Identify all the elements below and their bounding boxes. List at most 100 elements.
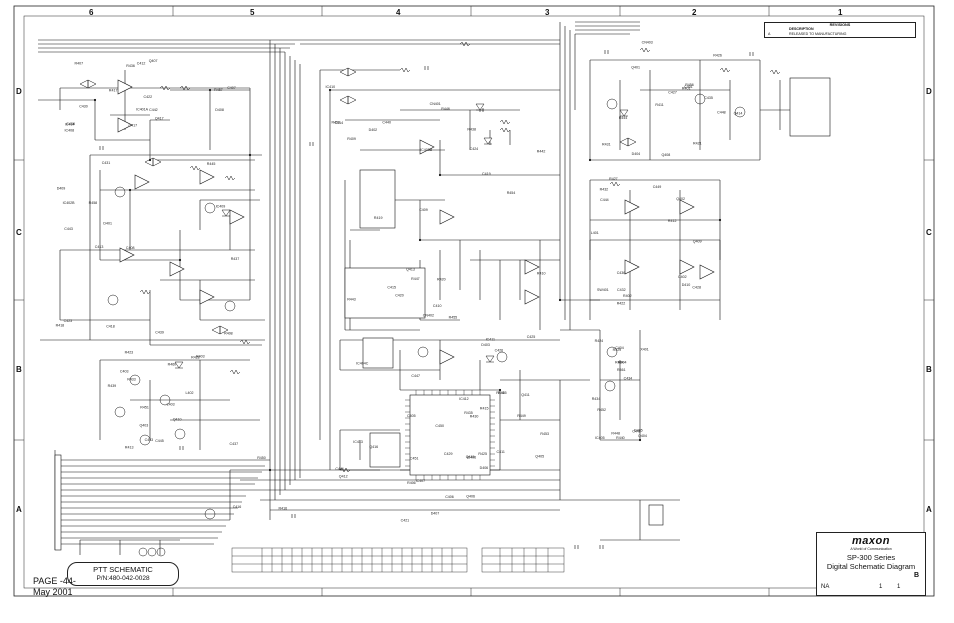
transistors: [107, 93, 746, 557]
component-ref: Q409: [693, 239, 702, 243]
component-ref: C436: [617, 271, 626, 275]
revision-block: REVISIONS DESCRIPTION A RELEASED TO MANU…: [764, 22, 916, 38]
component-ref: Q408: [662, 153, 671, 157]
component-ref: SW401: [597, 288, 609, 292]
component-ref: C426: [495, 349, 504, 353]
ic-pins: [405, 390, 495, 480]
component-ref: IC409: [216, 205, 226, 209]
component-ref: IC401A: [136, 108, 149, 112]
component-ref: D404: [632, 152, 641, 156]
component-ref: C431: [102, 161, 111, 165]
title-block: maxon A World of Communication SP-300 Se…: [816, 532, 926, 596]
component-ref: IC403B: [420, 148, 433, 152]
zone-column-label: 3: [545, 8, 550, 17]
maxon-logo: maxon: [852, 535, 890, 547]
component-ref: R436: [126, 64, 135, 68]
component-ref: R407: [75, 62, 84, 66]
ic-block-6: [789, 77, 831, 137]
component-ref: C434: [624, 377, 633, 381]
component-ref: C410: [433, 304, 442, 308]
component-ref: R424: [595, 339, 604, 343]
component-ref: L401: [591, 231, 599, 235]
component-ref: R454: [507, 191, 516, 195]
component-ref: C449: [653, 185, 662, 189]
component-ref: R447: [411, 277, 420, 281]
component-ref: R421: [693, 141, 702, 145]
component-ref: D403: [481, 343, 490, 347]
component-ref: C404: [615, 346, 624, 350]
connector-right: [648, 504, 664, 526]
component-ref: IC414: [65, 123, 75, 127]
component-ref: R435: [464, 411, 473, 415]
drawing-title-line2: Digital Schematic Diagram: [826, 562, 916, 571]
ptt-schematic-box: PTT SCHEMATIC P/N:480-042-0028: [67, 562, 179, 586]
component-ref: C406: [445, 495, 454, 499]
component-ref: C444: [600, 198, 609, 202]
component-ref: Q405: [535, 454, 544, 458]
component-ref: R450: [257, 456, 266, 460]
component-ref: R434: [592, 397, 601, 401]
component-ref: R416: [279, 507, 288, 511]
component-ref: C441: [335, 467, 344, 471]
component-ref: C421: [401, 519, 410, 523]
component-ref: C412: [137, 62, 146, 66]
component-ref: Q403: [140, 424, 149, 428]
component-ref: Q414: [734, 111, 743, 115]
sheet-size: B: [913, 572, 919, 579]
component-ref: C451: [410, 456, 419, 460]
component-ref: R460: [168, 363, 177, 367]
component-ref: D406: [480, 466, 489, 470]
component-ref: C450: [435, 424, 444, 428]
component-ref: C437: [230, 442, 239, 446]
component-ref: R406: [407, 481, 416, 485]
table-left: [231, 547, 468, 573]
component-ref: L403: [167, 402, 175, 406]
component-ref: R439: [108, 384, 117, 388]
connector-cn401: [54, 454, 62, 551]
component-ref: R422: [617, 302, 626, 306]
component-ref: IC410: [326, 85, 336, 89]
zone-row-label: A: [926, 505, 932, 514]
component-ref: C423: [64, 319, 73, 323]
component-ref: C401: [684, 85, 693, 89]
component-ref: C418: [106, 324, 115, 328]
sheet-total: 1: [897, 584, 901, 590]
component-ref: C433: [145, 438, 154, 442]
bottom-tables: [231, 547, 565, 573]
component-ref: R456: [685, 83, 694, 87]
component-ref: R417: [109, 89, 118, 93]
zone-column-label: 5: [250, 8, 255, 17]
component-ref: C424: [470, 147, 479, 151]
component-ref: C414: [335, 121, 344, 125]
revision-title: REVISIONS: [829, 23, 851, 27]
component-ref: R440: [616, 436, 625, 440]
component-ref: R449: [517, 414, 526, 418]
diodes: [174, 103, 629, 369]
component-ref: C427: [668, 90, 677, 94]
component-ref: C408: [126, 246, 135, 250]
passives: [139, 41, 781, 473]
table-right: [481, 547, 565, 573]
component-ref: R413: [125, 446, 134, 450]
component-ref: C420: [395, 294, 404, 298]
component-ref: Q417: [155, 117, 164, 121]
component-ref: R443: [347, 298, 356, 302]
component-ref: C448: [717, 111, 726, 115]
drawing-title-line1: SP-300 Series: [846, 553, 896, 562]
component-ref: IC406: [467, 456, 477, 460]
component-ref: R446: [441, 107, 450, 111]
component-ref: C413: [95, 245, 104, 249]
component-ref: R451: [140, 406, 149, 410]
component-ref: R429: [613, 348, 622, 352]
junction-dots: [93, 88, 722, 472]
component-ref: D401: [103, 221, 112, 225]
component-ref: X401: [640, 348, 648, 352]
component-ref: D408: [215, 108, 224, 112]
component-ref: CN402: [423, 313, 434, 317]
component-ref: C419: [482, 172, 491, 176]
zone-column-label: 1: [838, 8, 843, 17]
zone-column-label: 4: [396, 8, 401, 17]
component-ref: IC408: [65, 128, 75, 132]
component-ref: R428: [191, 356, 200, 360]
component-ref: R455: [449, 316, 458, 320]
